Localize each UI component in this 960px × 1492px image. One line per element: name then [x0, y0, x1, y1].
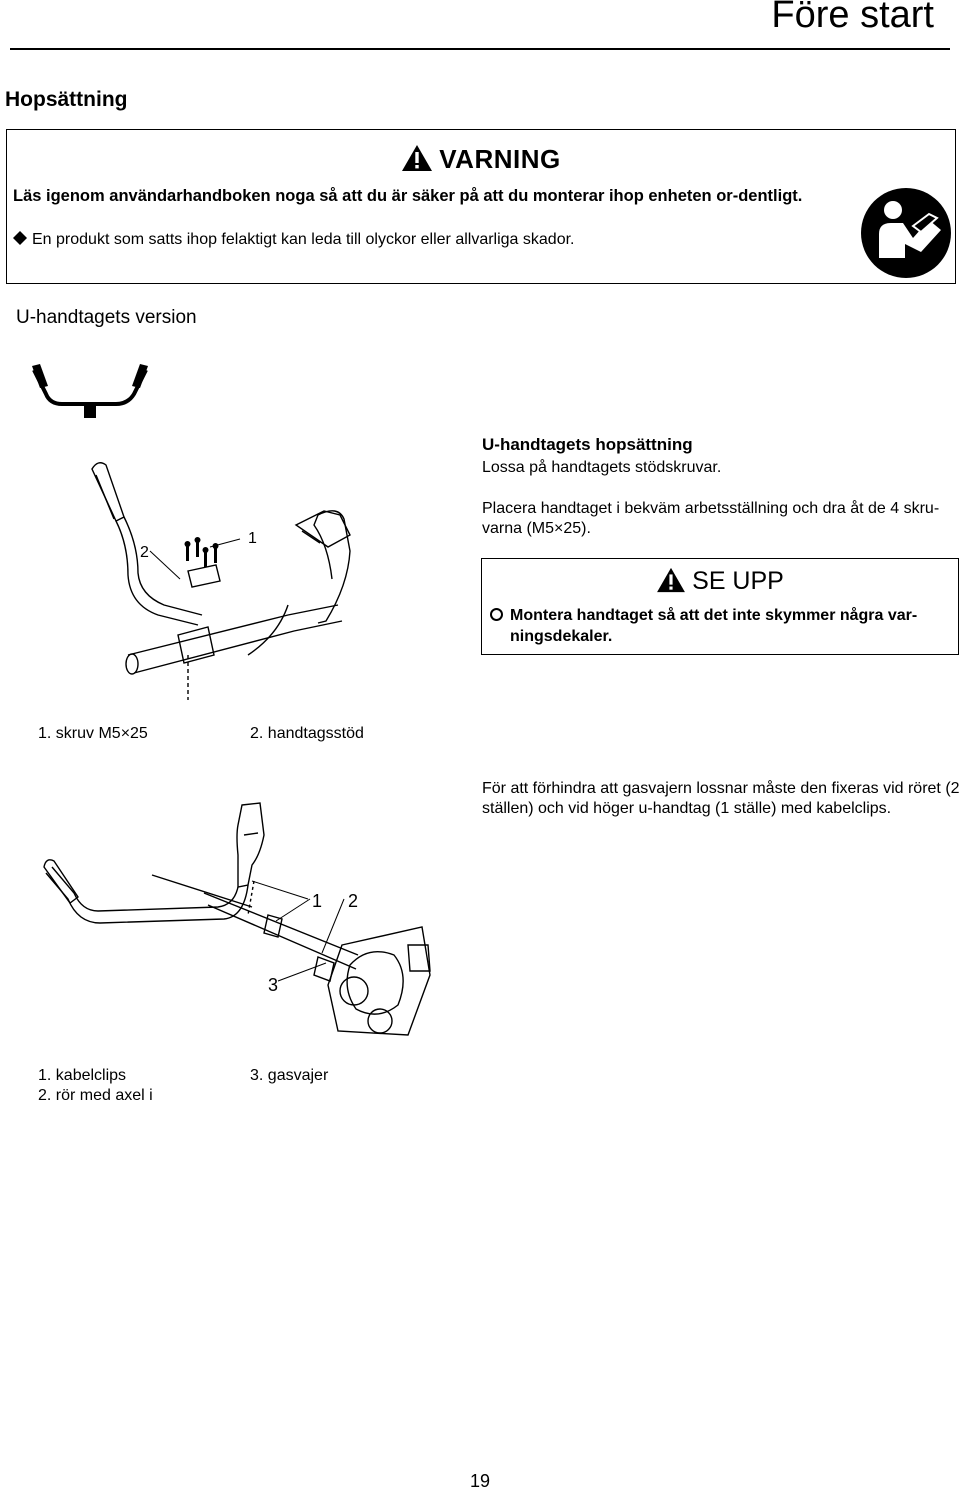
figure-callout-3: 3: [268, 975, 278, 995]
section-title: Hopsättning: [5, 88, 128, 111]
warning-heading: VARNING: [7, 144, 955, 175]
figure-callout-2: 2: [348, 891, 358, 911]
legend-item: 2. rör med axel i: [38, 1087, 153, 1104]
page-header-title: Före start: [771, 0, 934, 36]
read-manual-icon: [861, 188, 951, 278]
caution-text: Montera handtaget så att det inte skymme…: [510, 607, 918, 645]
page-number: 19: [469, 1471, 491, 1491]
subsection-title: U-handtagets version: [16, 307, 197, 328]
warning-text: Läs igenom användarhandboken noga så att…: [13, 187, 803, 205]
caution-heading: SE UPP: [482, 567, 958, 596]
u-handle-assembly-figure: 2 1: [91, 462, 351, 700]
assembly-title: U-handtagets hopsättning: [482, 435, 693, 454]
circle-bullet-icon: [490, 608, 503, 621]
legend-item: 2. handtagsstöd: [250, 725, 364, 742]
cable-instructions: För att förhindra att gasvajern lossnar …: [482, 780, 960, 817]
header-rule: [10, 48, 950, 50]
warning-triangle-icon: [657, 567, 686, 593]
warning-bullet-text: En produkt som satts ihop felaktigt kan …: [32, 231, 575, 248]
caution-heading-label: SE UPP: [692, 567, 784, 595]
figure-callout-2: 2: [140, 544, 149, 561]
caution-box: SE UPP Montera handtaget så att det inte…: [481, 558, 959, 655]
brushcutter-figure: 1 2 3: [43, 802, 431, 1036]
figure-callout-1: 1: [248, 530, 257, 547]
warning-box: VARNING Läs igenom användarhandboken nog…: [6, 129, 956, 284]
legend-item: 1. kabelclips: [38, 1067, 127, 1084]
legend-item: 1. skruv M5×25: [38, 725, 148, 742]
diamond-bullet-icon: [13, 231, 27, 245]
legend-item: 3. gasvajer: [250, 1067, 329, 1084]
u-handle-icon: [32, 364, 148, 418]
assembly-step-1: Lossa på handtagets stödskruvar.: [482, 459, 722, 476]
assembly-step-2: Placera handtaget i bekväm arbetsställni…: [482, 500, 940, 537]
warning-triangle-icon: [402, 145, 433, 171]
figure-callout-1: 1: [312, 891, 322, 911]
warning-heading-label: VARNING: [439, 144, 561, 174]
warning-bullet: En produkt som satts ihop felaktigt kan …: [13, 231, 574, 249]
